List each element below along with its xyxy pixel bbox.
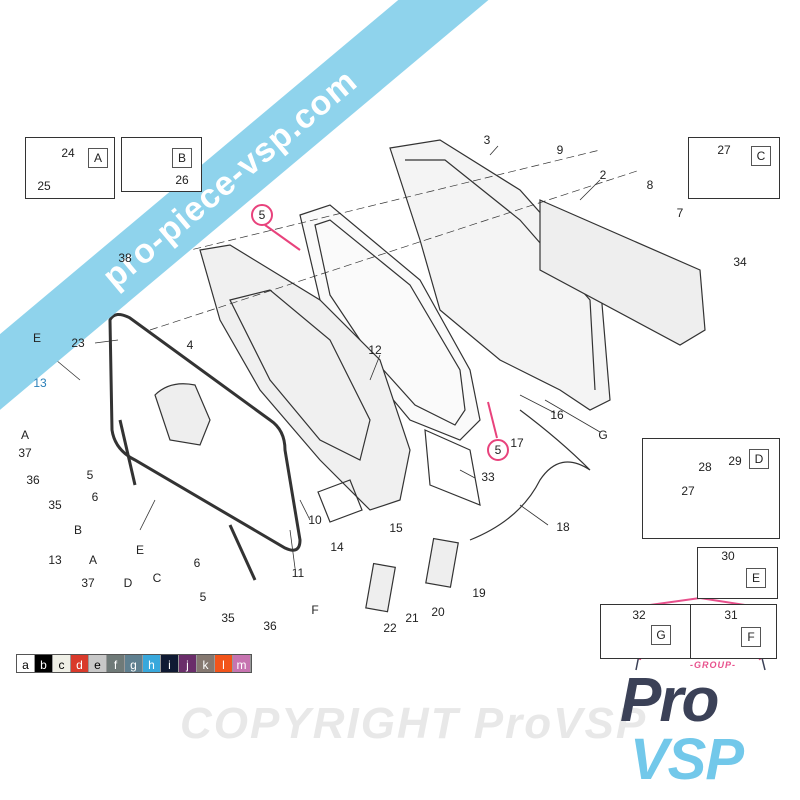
palette-swatch-g: g xyxy=(125,655,143,672)
part-label: 9 xyxy=(556,143,564,157)
part-label: 16 xyxy=(550,408,564,422)
logo-pro: Pro xyxy=(620,666,719,735)
part-label: 2 xyxy=(599,168,607,182)
palette-swatch-m: m xyxy=(233,655,251,672)
palette-swatch-j: j xyxy=(179,655,197,672)
part-label: G xyxy=(598,428,608,442)
part-label: E xyxy=(135,543,145,557)
part-label: 13 xyxy=(48,553,62,567)
part-label: A xyxy=(20,428,30,442)
palette-swatch-e: e xyxy=(89,655,107,672)
part-label: 18 xyxy=(556,520,570,534)
logo-group: -GROUP- xyxy=(690,660,736,670)
highlighted-part-label: 5 xyxy=(251,204,273,226)
part-label: 24 xyxy=(61,146,75,160)
part-label: 32 xyxy=(632,608,646,622)
part-label: 30 xyxy=(721,549,735,563)
part-label: 12 xyxy=(368,343,382,357)
highlighted-part-label: 5 xyxy=(487,439,509,461)
inset-letter: D xyxy=(749,449,769,469)
inset-letter: E xyxy=(746,568,766,588)
part-label: 37 xyxy=(18,446,32,460)
inset-E: E 30 xyxy=(697,547,778,599)
part-label: 13 xyxy=(33,376,47,390)
part-label: 31 xyxy=(724,608,738,622)
part-label: 10 xyxy=(308,513,322,527)
part-label: 27 xyxy=(717,143,731,157)
part-label: 5 xyxy=(199,590,207,604)
part-label: 35 xyxy=(221,611,235,625)
part-label: 11 xyxy=(291,566,305,580)
inset-A: A 24 25 xyxy=(25,137,115,199)
part-label: 34 xyxy=(733,255,747,269)
inset-letter: C xyxy=(751,146,771,166)
part-label: 27 xyxy=(681,484,695,498)
inset-C: C 27 xyxy=(688,137,780,199)
part-label: 7 xyxy=(676,206,684,220)
part-label: B xyxy=(73,523,83,537)
part-label: 26 xyxy=(175,173,189,187)
part-label: 23 xyxy=(71,336,85,350)
part-label: 5 xyxy=(86,468,94,482)
part-label: 25 xyxy=(37,179,51,193)
part-label: F xyxy=(311,603,319,617)
inset-B: B 26 xyxy=(121,137,202,192)
part-label: 6 xyxy=(193,556,201,570)
part-label: 14 xyxy=(330,540,344,554)
part-label: 28 xyxy=(698,460,712,474)
inset-letter: G xyxy=(651,625,671,645)
palette-swatch-b: b xyxy=(35,655,53,672)
part-label: 15 xyxy=(389,521,403,535)
part-label: 17 xyxy=(510,436,524,450)
part-label: C xyxy=(152,571,162,585)
inset-letter: F xyxy=(741,627,761,647)
inset-letter: A xyxy=(88,148,108,168)
copyright-watermark: COPYRIGHT ProVSP xyxy=(180,699,648,748)
part-label: 33 xyxy=(481,470,495,484)
palette-swatch-c: c xyxy=(53,655,71,672)
palette-swatch-i: i xyxy=(161,655,179,672)
part-label: 6 xyxy=(91,490,99,504)
part-label: 4 xyxy=(186,338,194,352)
part-label: 36 xyxy=(26,473,40,487)
part-label: 3 xyxy=(483,133,491,147)
palette-swatch-h: h xyxy=(143,655,161,672)
inset-F: F 31 xyxy=(690,604,777,659)
inset-G: G 32 xyxy=(600,604,692,659)
part-label: 38 xyxy=(118,251,132,265)
part-label: A xyxy=(88,553,98,567)
logo-vsp: VSP xyxy=(630,727,744,792)
part-label: 20 xyxy=(431,605,445,619)
part-label: 8 xyxy=(646,178,654,192)
inset-letter: B xyxy=(172,148,192,168)
palette-swatch-d: d xyxy=(71,655,89,672)
part-label: 21 xyxy=(405,611,419,625)
palette-swatch-l: l xyxy=(215,655,233,672)
part-label: 22 xyxy=(383,621,397,635)
provsp-logo: -GROUP- Pro VSP xyxy=(620,660,790,795)
part-label: 19 xyxy=(472,586,486,600)
part-label: 37 xyxy=(81,576,95,590)
inset-D: D 28 29 27 xyxy=(642,438,780,539)
part-label: E xyxy=(32,331,42,345)
part-label: 35 xyxy=(48,498,62,512)
part-label: 36 xyxy=(263,619,277,633)
palette-swatch-f: f xyxy=(107,655,125,672)
part-label: D xyxy=(123,576,133,590)
palette-swatch-k: k xyxy=(197,655,215,672)
part-label: 29 xyxy=(728,454,742,468)
palette-swatch-a: a xyxy=(17,655,35,672)
